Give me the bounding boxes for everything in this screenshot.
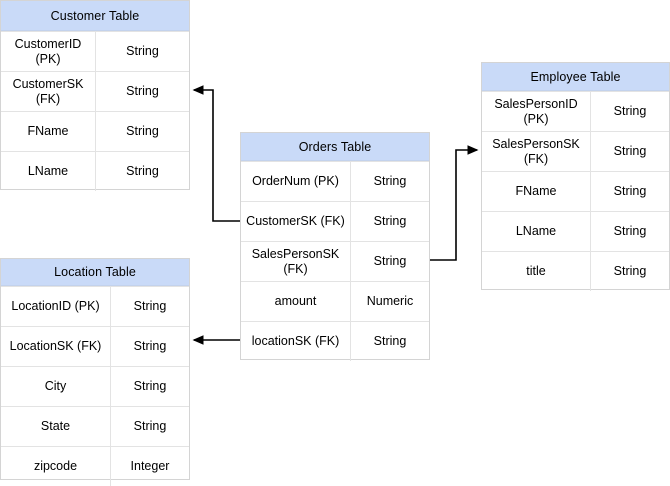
field-type-cell: String <box>133 419 167 434</box>
field-type-cell: String <box>133 339 167 354</box>
field-type-cell: String <box>126 164 159 179</box>
table-row[interactable]: LocationID (PK) String <box>1 286 189 326</box>
field-type-cell: String <box>133 299 167 314</box>
field-name-cell: FName <box>482 172 591 211</box>
field-name-cell: locationSK (FK) <box>241 322 351 361</box>
field-type-cell: String <box>133 379 167 394</box>
table-row[interactable]: SalesPersonID (PK) String <box>482 91 669 131</box>
table-row[interactable]: title String <box>482 251 669 291</box>
table-row[interactable]: LName String <box>482 211 669 251</box>
field-name-cell: FName <box>1 112 96 151</box>
table-row[interactable]: State String <box>1 406 189 446</box>
field-name-cell: OrderNum (PK) <box>241 162 351 201</box>
field-type-cell: String <box>373 174 407 189</box>
field-type-cell: String <box>613 264 647 279</box>
field-type-cell: String <box>613 224 647 239</box>
table-row[interactable]: FName String <box>1 111 189 151</box>
field-name-cell: amount <box>241 282 351 321</box>
table-row[interactable]: LName String <box>1 151 189 191</box>
table-row[interactable]: City String <box>1 366 189 406</box>
table-row[interactable]: CustomerSK (FK) String <box>1 71 189 111</box>
field-name-cell: zipcode <box>1 447 111 486</box>
field-type-cell: String <box>373 254 407 269</box>
er-table-title-employee: Employee Table <box>482 63 669 91</box>
field-name-cell: LocationSK (FK) <box>1 327 111 366</box>
field-type-cell: String <box>126 124 159 139</box>
table-row[interactable]: OrderNum (PK) String <box>241 161 429 201</box>
field-type-cell: Integer <box>130 459 170 474</box>
table-row[interactable]: FName String <box>482 171 669 211</box>
field-type-cell: String <box>126 44 159 59</box>
field-name-cell: CustomerID (PK) <box>1 32 96 71</box>
table-row[interactable]: SalesPersonSK (FK) String <box>241 241 429 281</box>
field-type-cell: String <box>373 334 407 349</box>
table-row[interactable]: CustomerSK (FK) String <box>241 201 429 241</box>
er-table-title-customer: Customer Table <box>1 1 189 31</box>
field-type-cell: String <box>613 104 647 119</box>
relationship-orders-customer[interactable] <box>192 85 240 222</box>
field-name-cell: LName <box>1 152 96 191</box>
table-row[interactable]: zipcode Integer <box>1 446 189 486</box>
field-name-cell: SalesPersonID (PK) <box>482 92 591 131</box>
field-name-cell: State <box>1 407 111 446</box>
table-row[interactable]: LocationSK (FK) String <box>1 326 189 366</box>
field-name-cell: CustomerSK (FK) <box>1 72 96 111</box>
field-type-cell: Numeric <box>366 294 414 309</box>
field-type-cell: String <box>373 214 407 229</box>
relationship-orders-employee[interactable] <box>430 145 479 261</box>
er-table-title-location: Location Table <box>1 259 189 286</box>
field-name-cell: LocationID (PK) <box>1 287 111 326</box>
field-name-cell: SalesPersonSK (FK) <box>241 242 351 281</box>
connector-group <box>192 85 479 345</box>
field-name-cell: SalesPersonSK (FK) <box>482 132 591 171</box>
table-row[interactable]: locationSK (FK) String <box>241 321 429 361</box>
table-row[interactable]: SalesPersonSK (FK) String <box>482 131 669 171</box>
field-name-cell: title <box>482 252 591 291</box>
field-type-cell: String <box>613 144 647 159</box>
field-type-cell: String <box>613 184 647 199</box>
er-table-title-orders: Orders Table <box>241 133 429 161</box>
field-name-cell: CustomerSK (FK) <box>241 202 351 241</box>
table-row[interactable]: amount Numeric <box>241 281 429 321</box>
field-name-cell: LName <box>482 212 591 251</box>
table-row[interactable]: CustomerID (PK) String <box>1 31 189 71</box>
field-type-cell: String <box>126 84 159 99</box>
field-name-cell: City <box>1 367 111 406</box>
